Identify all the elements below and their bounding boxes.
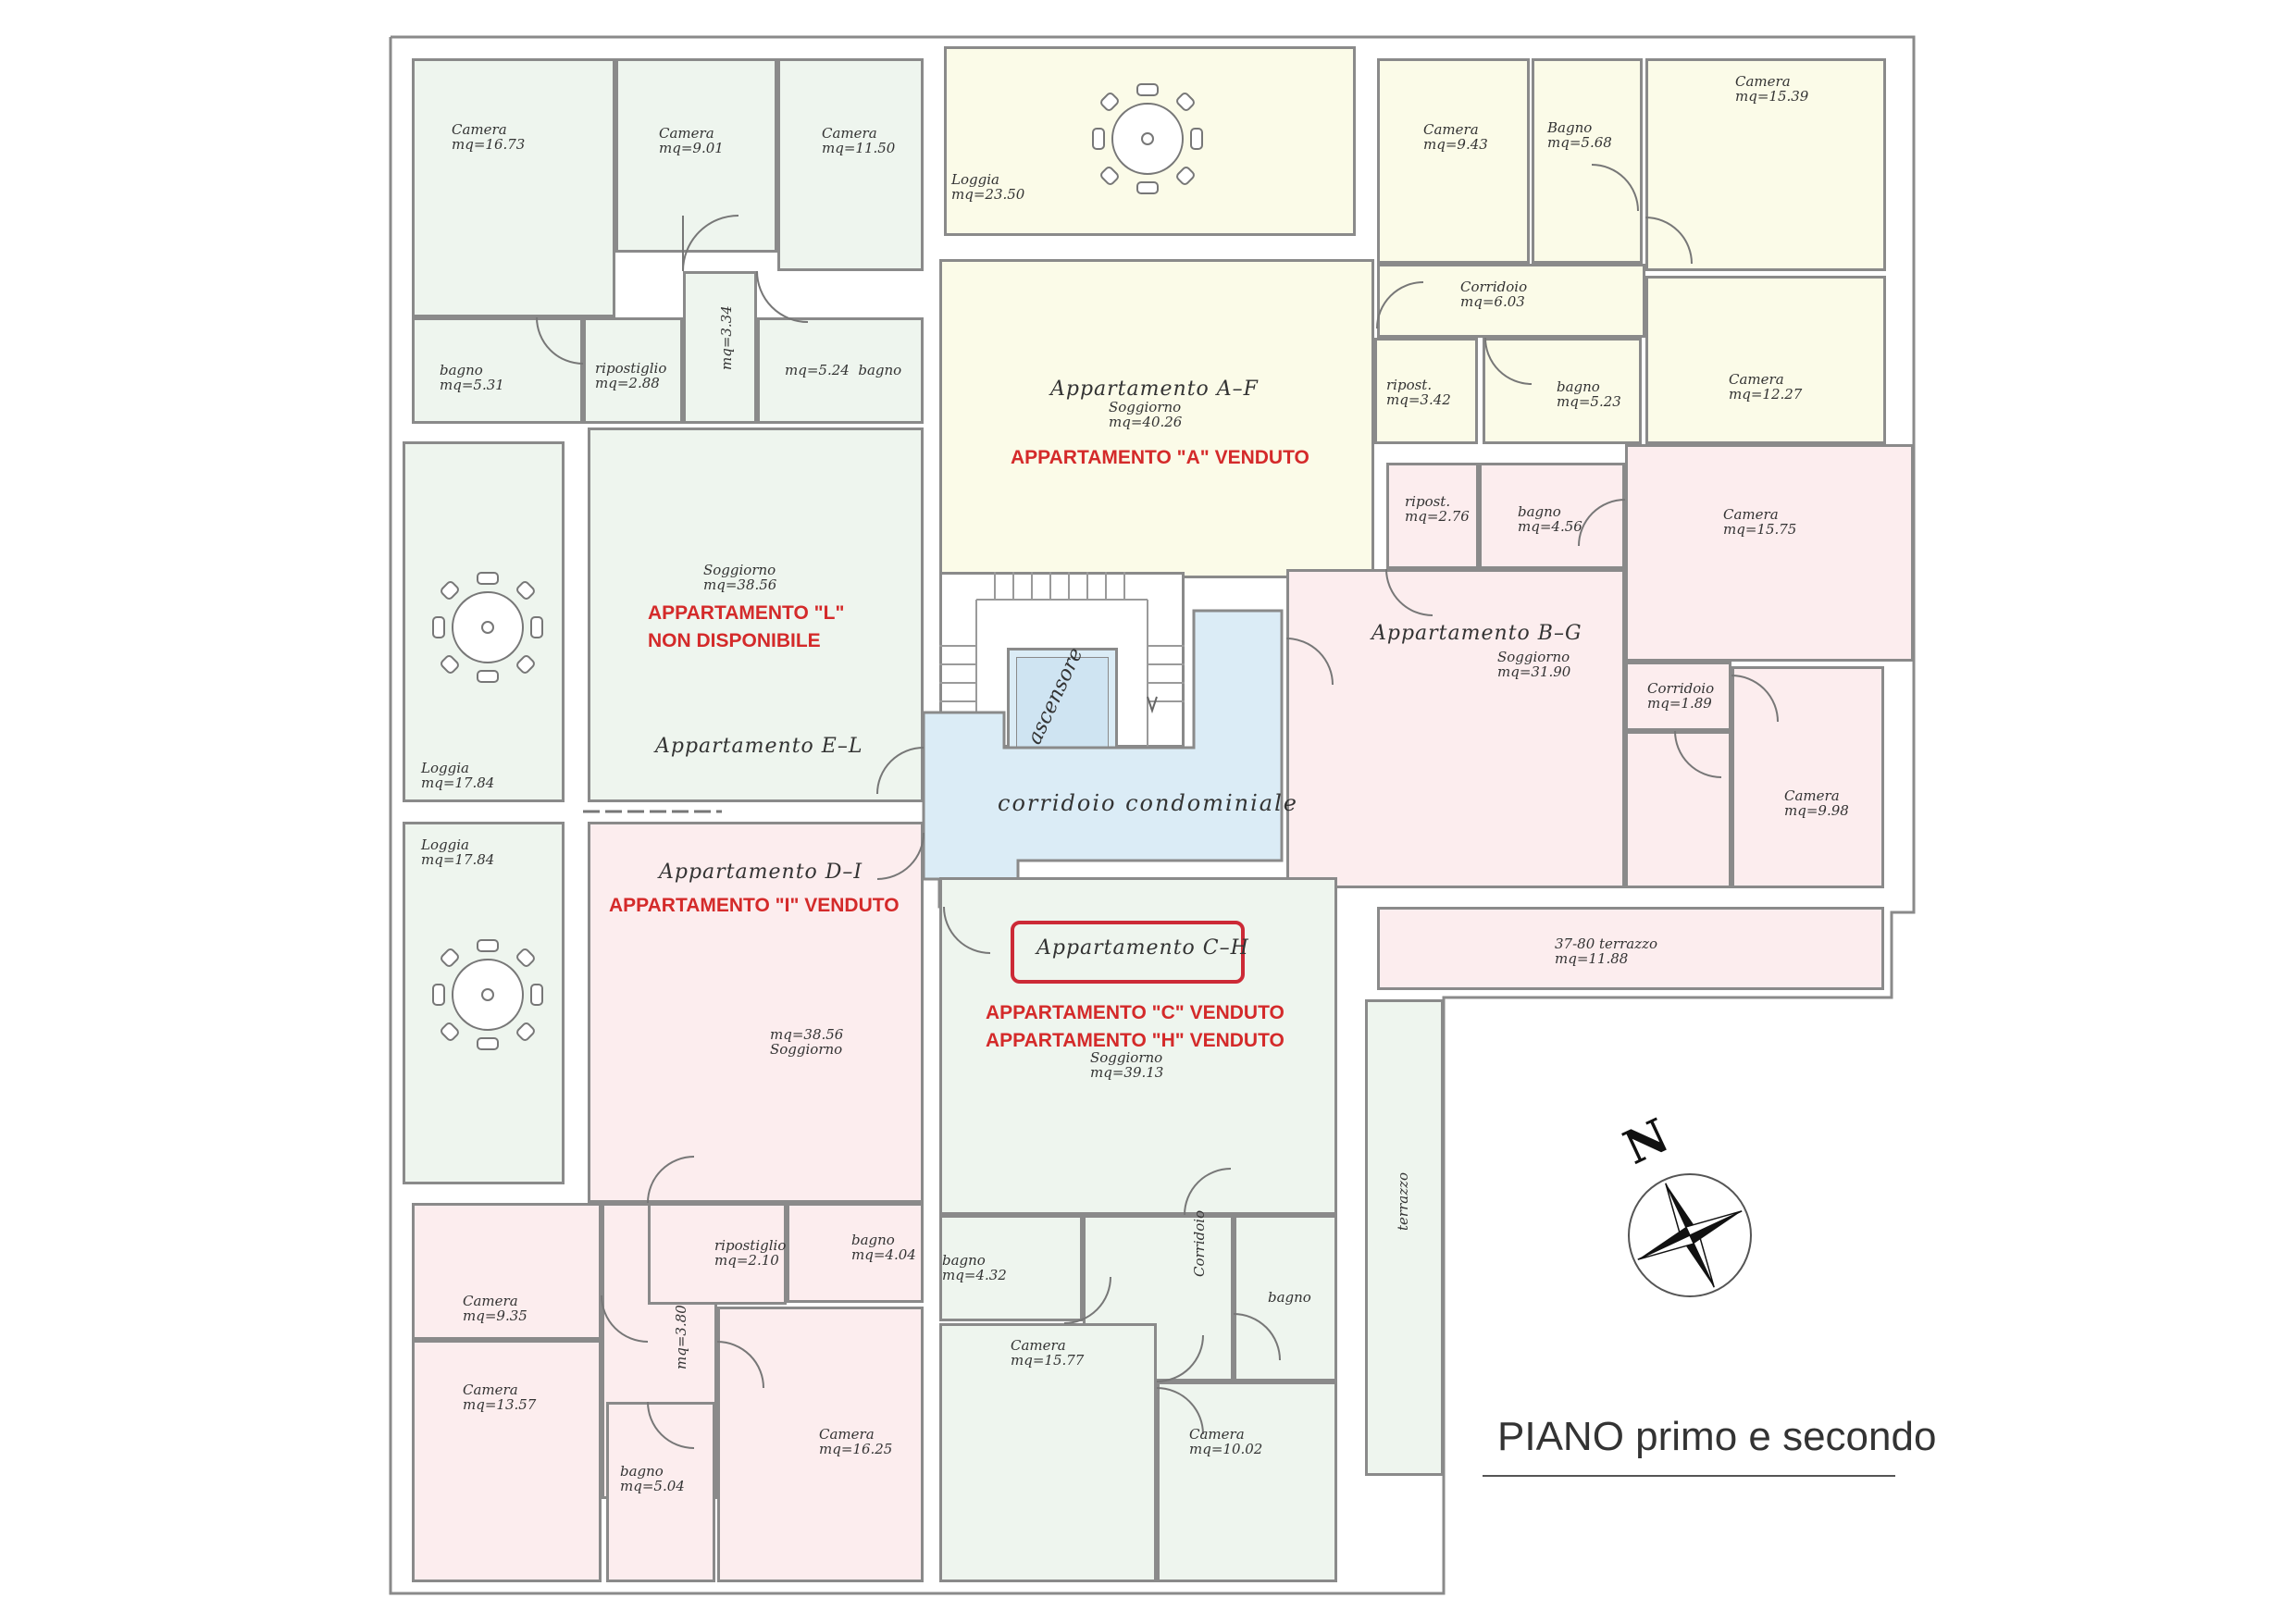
room-ch-bagno-1 xyxy=(939,1215,1083,1321)
status-label-i: APPARTAMENTO "I" VENDUTO xyxy=(609,895,900,916)
room-di-camera-2 xyxy=(412,1340,602,1582)
room-af-bagno-2 xyxy=(1483,338,1642,444)
room-ch-bagno-2 xyxy=(1234,1215,1337,1381)
room-ch-camera-2 xyxy=(1157,1381,1337,1582)
room-el-bagno-2 xyxy=(757,317,924,424)
room-di-camera-3 xyxy=(717,1307,924,1582)
apartment-label-ch: Appartamento C–H xyxy=(1036,936,1249,960)
apartment-label-af: Appartamento A–F xyxy=(1050,378,1259,401)
apartment-label-bg: Appartamento B–G xyxy=(1371,622,1582,645)
room-af-camera-2 xyxy=(1645,58,1886,271)
room-label: ripost.mq=2.76 xyxy=(1405,493,1470,525)
room-af-ripost xyxy=(1374,338,1478,444)
status-label-l: APPARTAMENTO "L"NON DISPONIBILE xyxy=(648,602,845,651)
room-bg-corridoio xyxy=(1625,662,1731,731)
apartment-label-di: Appartamento D–I xyxy=(659,861,863,884)
room-ch-soggiorno xyxy=(939,877,1337,1215)
compass-rose-icon xyxy=(1628,1173,1752,1297)
room-af-camera-1 xyxy=(1377,58,1530,264)
room-af-soggiorno xyxy=(939,259,1374,578)
room-label: bagno xyxy=(1268,1289,1311,1306)
room-el-bagno-1 xyxy=(412,317,583,424)
room-di-ripostiglio xyxy=(648,1203,787,1305)
room-label: Corridoio xyxy=(1191,1209,1208,1277)
room-af-camera-3 xyxy=(1645,276,1886,444)
room-di-camera-1 xyxy=(412,1203,602,1340)
highlight-box-ch xyxy=(1011,921,1245,984)
room-af-corridoio xyxy=(1377,264,1645,338)
room-el-ripostiglio xyxy=(583,317,683,424)
room-el-camera-3 xyxy=(777,58,924,271)
stairs-steps xyxy=(939,572,1185,748)
room-el-camera-2 xyxy=(615,58,777,253)
room-di-bagno-2 xyxy=(606,1402,715,1582)
room-el-camera-1 xyxy=(412,58,615,317)
room-bg-ripost xyxy=(1386,463,1479,569)
room-bg-camera-1 xyxy=(1625,444,1914,662)
room-af-bagno-1 xyxy=(1532,58,1643,264)
room-bg-soggiorno xyxy=(1286,569,1625,888)
room-ch-camera-1 xyxy=(939,1323,1157,1582)
room-ch-terrazzo xyxy=(1365,999,1444,1476)
room-bg-closet xyxy=(1625,731,1731,888)
elevator-frame xyxy=(1016,657,1109,750)
room-el-soggiorno xyxy=(588,427,924,802)
room-di-soggiorno xyxy=(588,822,924,1203)
room-di-bagno-1 xyxy=(787,1203,924,1303)
room-label: mq=3.80 xyxy=(673,1305,689,1369)
dining-table-icon xyxy=(432,572,543,683)
room-bg-camera-2 xyxy=(1731,666,1884,888)
room-label: terrazzo xyxy=(1395,1171,1411,1231)
dining-table-icon xyxy=(1092,83,1203,194)
title-underline xyxy=(1483,1475,1895,1477)
floor-title: PIANO primo e secondo xyxy=(1497,1414,1937,1459)
room-label: mq=5.24 bagno xyxy=(785,362,902,378)
dining-table-icon xyxy=(432,939,543,1050)
room-label: ripost.mq=3.42 xyxy=(1386,377,1451,408)
status-label-a: APPARTAMENTO "A" VENDUTO xyxy=(1011,447,1309,468)
room-el-corridor xyxy=(683,271,757,424)
apartment-label-el: Appartamento E–L xyxy=(655,735,863,758)
room-bg-bagno xyxy=(1479,463,1625,569)
room-bg-terrazzo xyxy=(1377,907,1884,990)
room-label: mq=3.34 xyxy=(718,305,735,370)
